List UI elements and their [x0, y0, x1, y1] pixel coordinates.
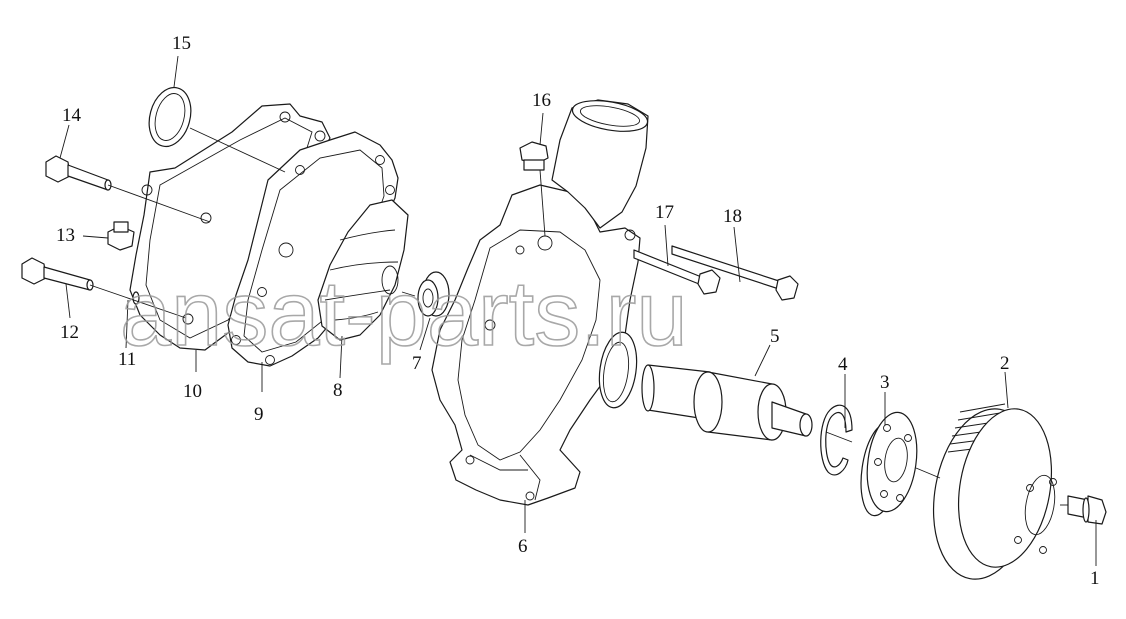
part-12-bolt [21, 257, 94, 291]
part-3-hub-flange [860, 411, 918, 517]
part-7-seal [417, 271, 450, 317]
callout-9: 9 [254, 404, 264, 425]
callout-14: 14 [62, 105, 82, 126]
part-15-o-ring [148, 86, 192, 148]
part-13-plug [107, 221, 135, 251]
housing-outlet-pipe [551, 99, 649, 229]
callout-13: 13 [56, 225, 75, 246]
callout-8: 8 [333, 380, 343, 401]
part-5-shaft-bearing [641, 364, 813, 441]
leader-lines [59, 55, 1097, 566]
callout-12: 12 [60, 322, 79, 343]
callout-4: 4 [838, 354, 848, 375]
callout-5: 5 [770, 326, 780, 347]
callout-16: 16 [532, 90, 551, 111]
callout-3: 3 [880, 372, 890, 393]
part-1-bolt [1067, 495, 1107, 525]
callout-2: 2 [1000, 353, 1010, 374]
callout-11: 11 [118, 349, 136, 370]
part-16-plug [519, 141, 549, 171]
callout-10: 10 [183, 381, 202, 402]
part-4-snap-ring [820, 404, 853, 476]
callout-15: 15 [172, 33, 191, 54]
watermark-text: ansat-parts.ru [120, 263, 688, 365]
part-2-pulley [932, 403, 1057, 580]
callouts: 1 2 3 4 5 6 7 8 9 10 11 12 13 14 15 16 1… [56, 33, 1100, 589]
part-8-impeller [317, 199, 409, 341]
part-14-bolt [45, 155, 112, 191]
callout-7: 7 [412, 353, 422, 374]
callout-18: 18 [723, 206, 742, 227]
part-18-stud [671, 245, 799, 301]
callout-17: 17 [655, 202, 674, 223]
housing-bearing-bore [598, 331, 638, 409]
callout-1: 1 [1090, 568, 1100, 589]
part-17-stud [633, 249, 721, 295]
callout-6: 6 [518, 536, 528, 557]
